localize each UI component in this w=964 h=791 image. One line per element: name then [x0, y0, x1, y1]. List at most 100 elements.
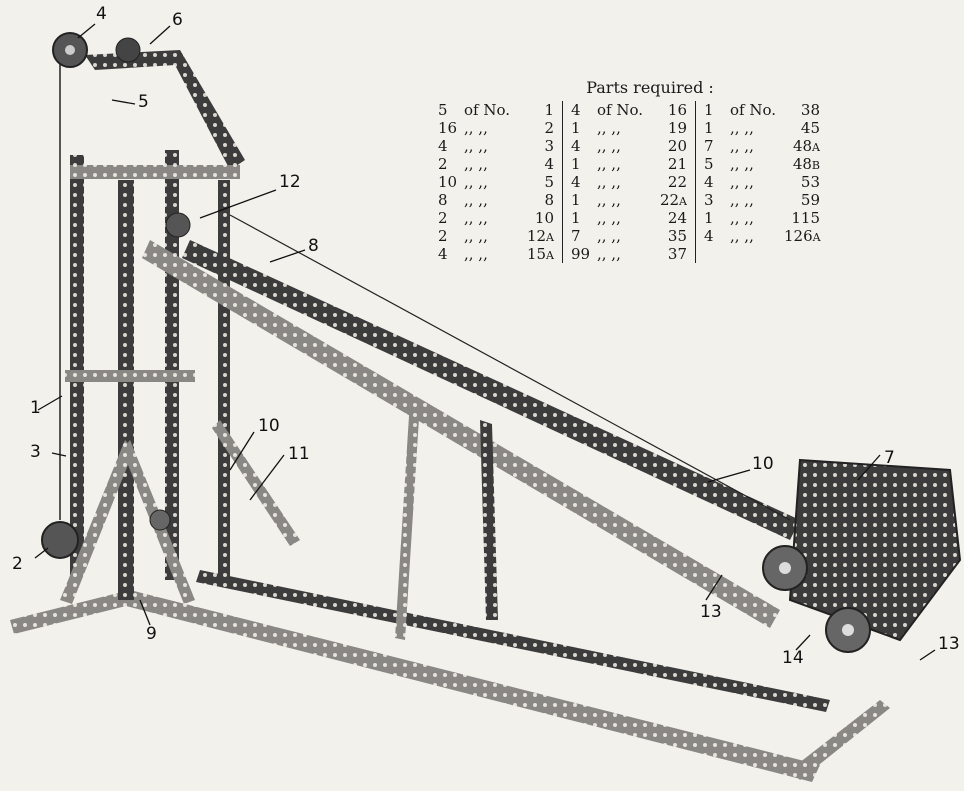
part-qty: 99: [571, 245, 591, 263]
part-qty: 1: [571, 209, 581, 227]
parts-row: 5,, ,,48B: [704, 155, 820, 173]
part-number: 126A: [784, 227, 821, 245]
part-qty: 1: [704, 119, 714, 137]
part-qty: 4: [438, 245, 448, 263]
parts-row: 7,, ,,48A: [704, 137, 820, 155]
part-number: 48B: [792, 155, 820, 173]
part-qty: 10: [438, 173, 458, 191]
winding-drum: [41, 521, 79, 559]
part-of: ,, ,,: [730, 137, 754, 155]
part-number: 12A: [526, 227, 554, 245]
parts-row: 4 ,, ,, 15A: [438, 245, 554, 263]
part-of: ,, ,,: [730, 191, 754, 209]
part-of: ,, ,,: [730, 155, 754, 173]
jib-strut-b: [480, 420, 498, 620]
callout-4: 4: [96, 4, 107, 24]
part-number: 22: [667, 173, 687, 191]
part-qty: 1: [704, 101, 714, 119]
callout-5: 5: [138, 92, 149, 112]
parts-row: 1 ,, ,, 24: [571, 209, 687, 227]
part-qty: 4: [704, 173, 714, 191]
parts-row: 2,, ,,12A: [438, 227, 554, 245]
part-qty: 3: [704, 191, 714, 209]
part-number: 22A: [659, 191, 687, 209]
part-number: 48A: [792, 137, 820, 155]
tower-leg-right: [212, 420, 300, 546]
parts-row: 7,, ,,35: [571, 227, 687, 245]
base-girder-back: [196, 570, 830, 712]
parts-row: 1,, ,,19: [571, 119, 687, 137]
part-qty: 5: [438, 101, 448, 119]
part-of: ,, ,,: [730, 119, 754, 137]
part-number: 4: [544, 155, 554, 173]
parts-row: 1 ,, ,, 22A: [571, 191, 687, 209]
part-number: 8: [544, 191, 554, 209]
parts-row: 1,, ,,115: [704, 209, 820, 227]
part-qty: 1: [704, 209, 714, 227]
part-of: ,, ,,: [597, 155, 621, 173]
callout-6: 6: [172, 10, 183, 30]
base-right-end: [790, 700, 890, 780]
part-number: 59: [800, 191, 820, 209]
callout-1: 1: [30, 398, 41, 418]
part-number: 45: [800, 119, 820, 137]
part-of: ,, ,,: [464, 245, 488, 263]
part-qty: 2: [438, 155, 448, 173]
parts-row: 16,, ,,2: [438, 119, 554, 137]
parts-row: 8,, ,,8: [438, 191, 554, 209]
callout-14: 14: [782, 648, 804, 668]
base-left-arm: [10, 590, 134, 634]
part-number: 10: [534, 209, 554, 227]
jib-strut-a: [395, 400, 420, 640]
callout-13-right: 13: [938, 634, 960, 654]
pulley-top-hub: [65, 45, 75, 55]
part-qty: 1: [571, 191, 581, 209]
callout-9: 9: [146, 624, 157, 644]
callout-11: 11: [288, 444, 310, 464]
part-of: ,, ,,: [597, 209, 621, 227]
part-qty: 8: [438, 191, 448, 209]
parts-title: Parts required :: [586, 78, 714, 97]
part-qty: 4: [704, 227, 714, 245]
part-number: 20: [667, 137, 687, 155]
part-qty: 7: [571, 227, 581, 245]
part-number: 5: [544, 173, 554, 191]
callout-12: 12: [279, 172, 301, 192]
part-number: 24: [667, 209, 687, 227]
parts-row: 4,, ,,20: [571, 137, 687, 155]
part-suffix: B: [811, 159, 820, 172]
part-of: ,, ,,: [464, 209, 488, 227]
part-number: 1: [544, 101, 554, 119]
part-of: ,, ,,: [464, 173, 488, 191]
tower-cross-2: [65, 370, 195, 382]
part-of: ,, ,,: [597, 245, 621, 263]
part-number: 2: [544, 119, 554, 137]
part-of: ,, ,,: [464, 119, 488, 137]
part-qty: 2: [438, 209, 448, 227]
part-of: ,, ,,: [597, 191, 621, 209]
bucket-wheel-2-hub: [842, 624, 854, 636]
parts-row: 4,, ,,22: [571, 173, 687, 191]
part-number: 37: [667, 245, 687, 263]
jib-girder-upper: [182, 240, 800, 540]
part-number: 15A: [526, 245, 554, 263]
parts-row: 4,, ,,3: [438, 137, 554, 155]
part-of: ,, ,,: [464, 137, 488, 155]
callout-8: 8: [308, 236, 319, 256]
tower-cross-1: [70, 165, 240, 179]
pulley-6: [115, 37, 141, 63]
callout-3: 3: [30, 442, 41, 462]
part-qty: 2: [438, 227, 448, 245]
callout-13-left: 13: [700, 602, 722, 622]
parts-row: 1 ,, ,, 45: [704, 119, 820, 137]
jib-girder-lower: [142, 240, 780, 628]
parts-row: 4,, ,,126A: [704, 227, 821, 245]
tower-top-strut: [85, 50, 245, 170]
part-suffix: A: [546, 249, 554, 262]
